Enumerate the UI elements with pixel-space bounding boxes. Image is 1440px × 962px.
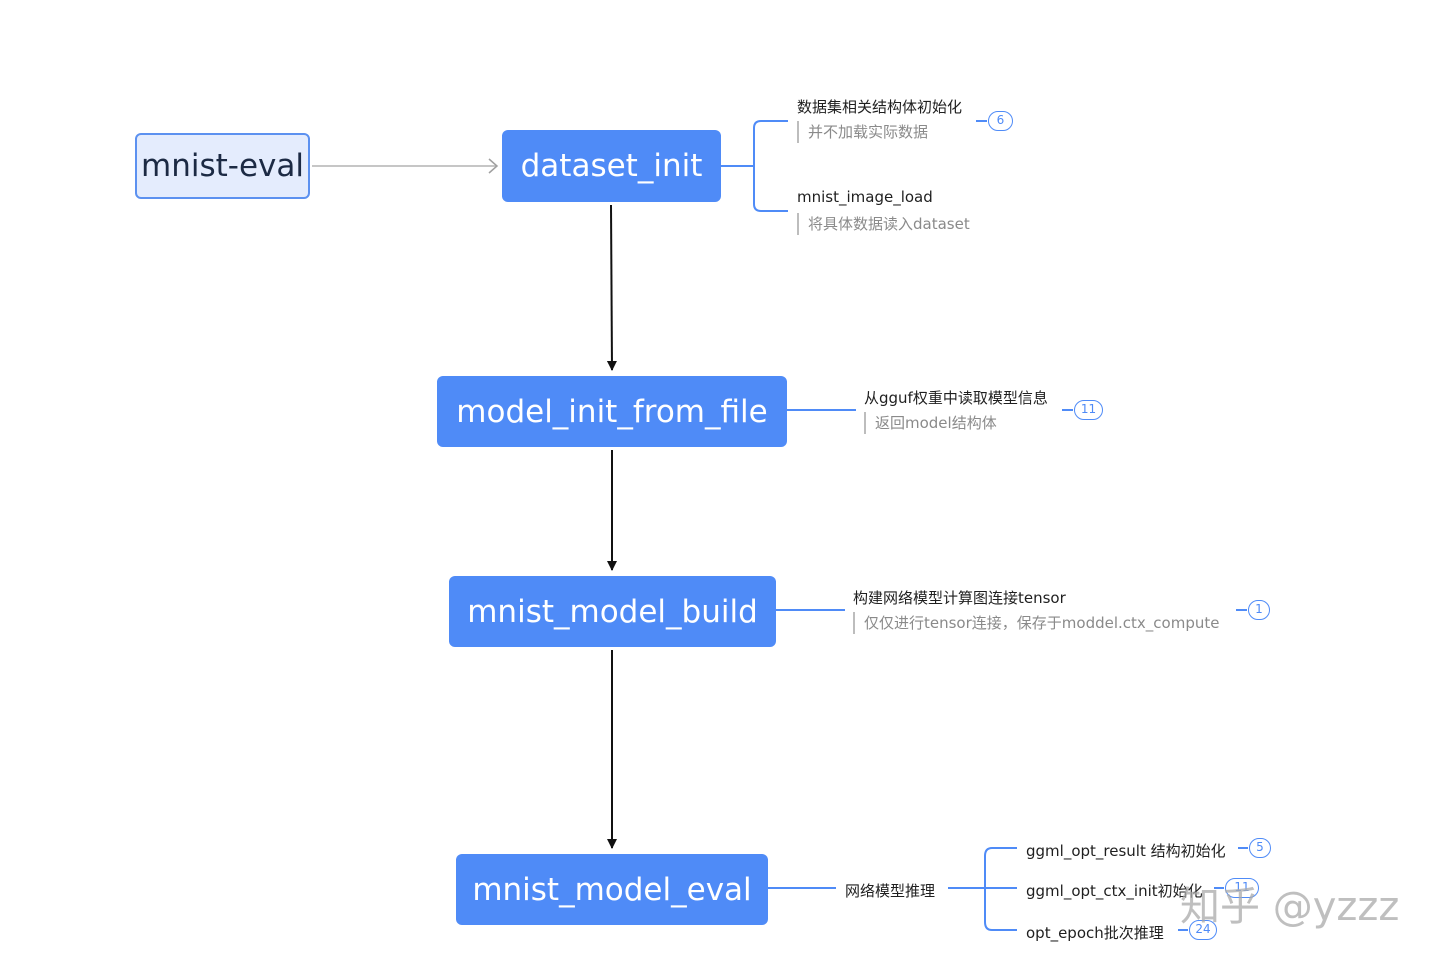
node-mnist-eval[interactable]: mnist-eval [135, 133, 310, 199]
node-mnist-model-build[interactable]: mnist_model_build [449, 576, 776, 647]
model-eval-topic[interactable]: 网络模型推理 [845, 882, 936, 900]
dataset-init-topic-2[interactable]: mnist_image_load [797, 188, 933, 206]
edge-dataset-model-init [606, 204, 617, 371]
model-eval-child-3[interactable]: opt_epoch批次推理 [1026, 924, 1164, 942]
dataset-init-topic-1[interactable]: 数据集相关结构体初始化 [797, 98, 963, 116]
node-model-init-from-file[interactable]: model_init_from_file [437, 376, 787, 447]
model-build-note: 仅仅进行tensor连接，保存于moddel.ctx_compute [853, 612, 1219, 634]
node-dataset-init[interactable]: dataset_init [502, 130, 721, 202]
edge-root-arrowhead [488, 158, 499, 174]
model-eval-child-2[interactable]: ggml_opt_ctx_init初始化 [1026, 882, 1203, 900]
model-init-count-badge[interactable]: 11 [1074, 400, 1103, 420]
model-init-topic[interactable]: 从gguf权重中读取模型信息 [864, 389, 1048, 407]
model-eval-child-1[interactable]: ggml_opt_result 结构初始化 [1026, 842, 1226, 860]
node-mnist-model-eval[interactable]: mnist_model_eval [456, 854, 768, 925]
dataset-init-note-2: 将具体数据读入dataset [797, 213, 970, 235]
model-build-topic[interactable]: 构建网络模型计算图连接tensor [853, 589, 1066, 607]
branch-eval-children [948, 847, 1017, 931]
dataset-init-note-1: 并不加载实际数据 [797, 121, 928, 143]
model-init-note: 返回model结构体 [864, 412, 997, 434]
model-eval-child-2-badge[interactable]: 11 [1225, 878, 1259, 898]
model-build-count-badge[interactable]: 1 [1248, 600, 1270, 620]
dataset-init-count-badge[interactable]: 6 [988, 111, 1013, 131]
zhihu-watermark: 知乎 @yzzz [1180, 884, 1400, 930]
model-eval-child-3-badge[interactable]: 24 [1189, 920, 1217, 940]
model-eval-child-1-badge[interactable]: 5 [1249, 838, 1271, 858]
branch-dataset-init [721, 120, 788, 212]
